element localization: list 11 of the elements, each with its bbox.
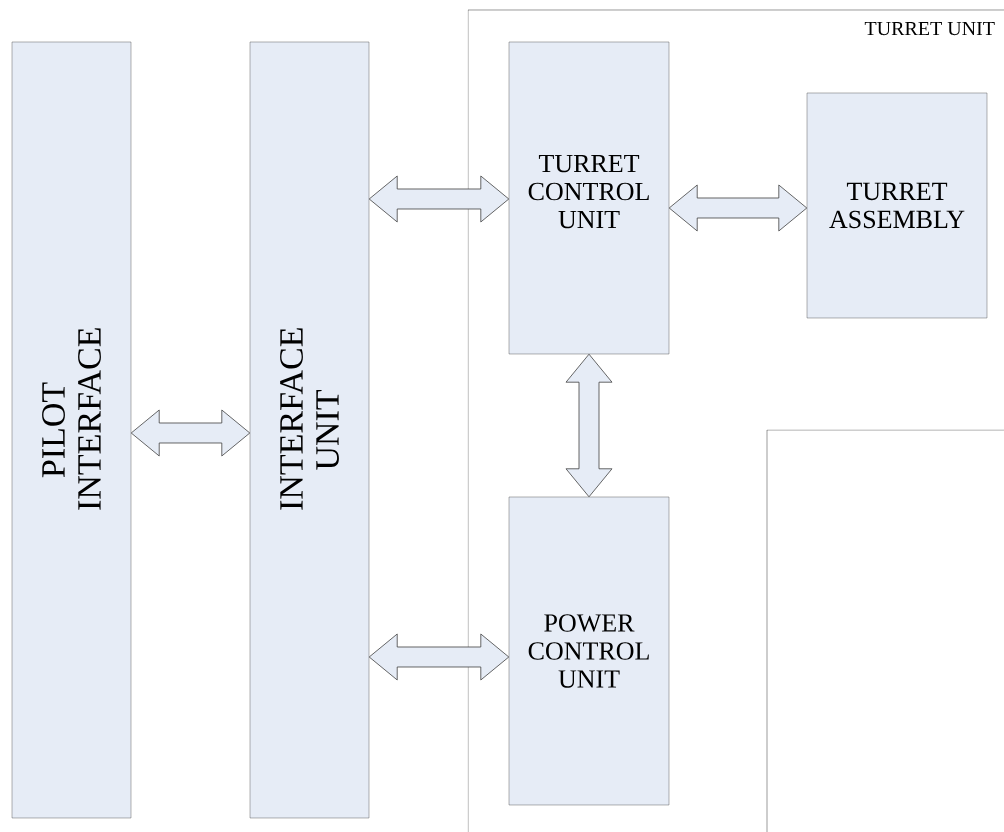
block-arrow [368, 175, 510, 223]
block-arrow [368, 633, 510, 681]
unit-box: TURRET ASSEMBLY [806, 92, 988, 319]
interface-bar: PILOT INTERFACE [11, 41, 132, 819]
interface-bar: INTERFACE UNIT [249, 41, 370, 819]
unit-box: TURRET CONTROL UNIT [508, 41, 670, 355]
empty-box [766, 429, 1004, 832]
unit-box: POWER CONTROL UNIT [508, 496, 670, 806]
block-arrow [565, 353, 613, 498]
block-arrow [668, 184, 808, 232]
block-arrow [130, 409, 251, 457]
